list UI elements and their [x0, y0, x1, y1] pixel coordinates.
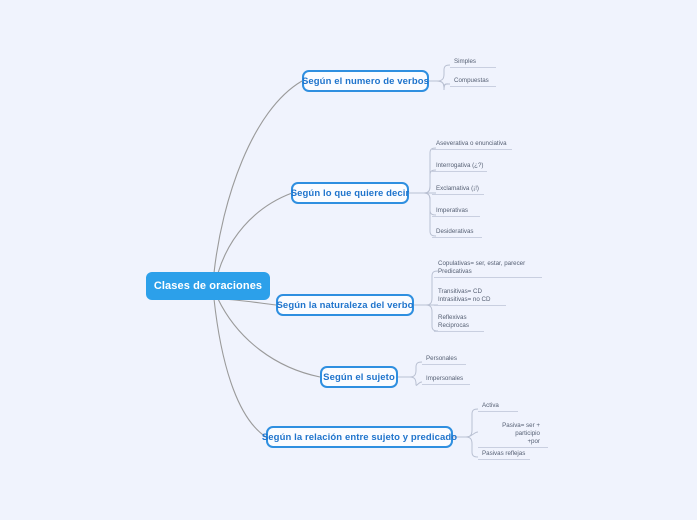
- leaf-impersonales[interactable]: Impersonales: [422, 375, 470, 385]
- leaf-label-copulativas-predicativas: Copulativas= ser, estar, parecer Predica…: [438, 260, 526, 275]
- stem-numero-de-verbos-2b: [436, 80, 451, 89]
- edge-root-to-lo-que-quiere-decir: [217, 192, 293, 274]
- branch-node-relacion-sujeto-predicado[interactable]: Según la relación entre sujeto y predica…: [262, 426, 457, 448]
- leaf-simples[interactable]: Simples: [450, 58, 496, 68]
- root-node-label: Clases de oraciones: [153, 280, 263, 292]
- branch-label-relacion-sujeto-predicado: Según la relación entre sujeto y predica…: [261, 431, 458, 443]
- leaf-copulativas-predicativas[interactable]: Copulativas= ser, estar, parecer Predica…: [434, 260, 542, 278]
- leaf-desiderativas[interactable]: Desiderativas: [432, 228, 482, 238]
- leaf-label-personales: Personales: [426, 355, 457, 362]
- leaf-label-impersonales: Impersonales: [426, 375, 464, 382]
- edge-root-to-relacion-sujeto-predicado: [213, 298, 267, 438]
- leaf-label-compuestas: Compuestas: [454, 77, 489, 84]
- leaf-pasiva-ser-participio[interactable]: Pasiva= ser + participio +por: [478, 422, 548, 448]
- branch-node-el-sujeto[interactable]: Según el sujeto: [320, 366, 398, 388]
- leaf-pasivas-reflejas[interactable]: Pasivas reflejas: [478, 450, 530, 460]
- leaf-label-imperativas: Imperativas: [436, 207, 468, 214]
- branch-label-naturaleza-del-verbo: Según la naturaleza del verbo: [276, 299, 414, 311]
- leaf-interrogativa[interactable]: Interrogativa (¿?): [432, 162, 487, 172]
- leaf-label-pasiva-ser-participio: Pasiva= ser + participio +por: [502, 422, 540, 445]
- branch-label-el-sujeto: Según el sujeto: [323, 371, 395, 383]
- leaf-personales[interactable]: Personales: [422, 355, 466, 365]
- leaf-transitivas-intrasitivas[interactable]: Transitivas= CD Intrasitivas= no CD: [434, 288, 506, 306]
- leaf-label-pasivas-reflejas: Pasivas reflejas: [482, 450, 526, 457]
- stem-el-sujeto-2: [409, 376, 423, 386]
- leaf-label-desiderativas: Desiderativas: [436, 228, 474, 235]
- stem-relacion-sujeto-predicado-2: [465, 431, 479, 438]
- leaf-aseverativa[interactable]: Aseverativa o enunciativa: [432, 140, 512, 150]
- edge-root-to-numero-de-verbos: [213, 80, 303, 274]
- branch-label-numero-de-verbos: Según el numero de verbos: [301, 75, 430, 87]
- leaf-activa[interactable]: Activa: [478, 402, 518, 412]
- leaf-label-simples: Simples: [454, 58, 477, 65]
- leaf-label-aseverativa: Aseverativa o enunciativa: [436, 140, 507, 147]
- leaf-reflexivas-reciprocas[interactable]: Reflexivas Reciprocas: [434, 314, 484, 332]
- leaf-compuestas[interactable]: Compuestas: [450, 77, 496, 87]
- leaf-label-reflexivas-reciprocas: Reflexivas Reciprocas: [438, 314, 469, 329]
- leaf-label-transitivas-intrasitivas: Transitivas= CD Intrasitivas= no CD: [438, 288, 491, 303]
- branch-label-lo-que-quiere-decir: Según lo que quiere decir: [290, 187, 410, 199]
- leaf-label-exclamativa: Exclamativa (¡!): [436, 185, 479, 192]
- leaf-label-interrogativa: Interrogativa (¿?): [436, 162, 484, 169]
- root-node[interactable]: Clases de oraciones: [146, 272, 270, 300]
- stem-relacion-sujeto-predicado-3: [465, 436, 479, 458]
- stem-numero-de-verbos-1: [436, 64, 451, 82]
- leaf-label-activa: Activa: [482, 402, 499, 409]
- stem-numero-de-verbos-2: [436, 80, 451, 91]
- branch-node-numero-de-verbos[interactable]: Según el numero de verbos: [302, 70, 429, 92]
- stem-relacion-sujeto-predicado-1: [465, 408, 479, 438]
- branch-node-naturaleza-del-verbo[interactable]: Según la naturaleza del verbo: [276, 294, 414, 316]
- leaf-imperativas[interactable]: Imperativas: [432, 207, 480, 217]
- stem-el-sujeto-1: [409, 361, 423, 378]
- branch-node-lo-que-quiere-decir[interactable]: Según lo que quiere decir: [291, 182, 409, 204]
- leaf-exclamativa[interactable]: Exclamativa (¡!): [432, 185, 484, 195]
